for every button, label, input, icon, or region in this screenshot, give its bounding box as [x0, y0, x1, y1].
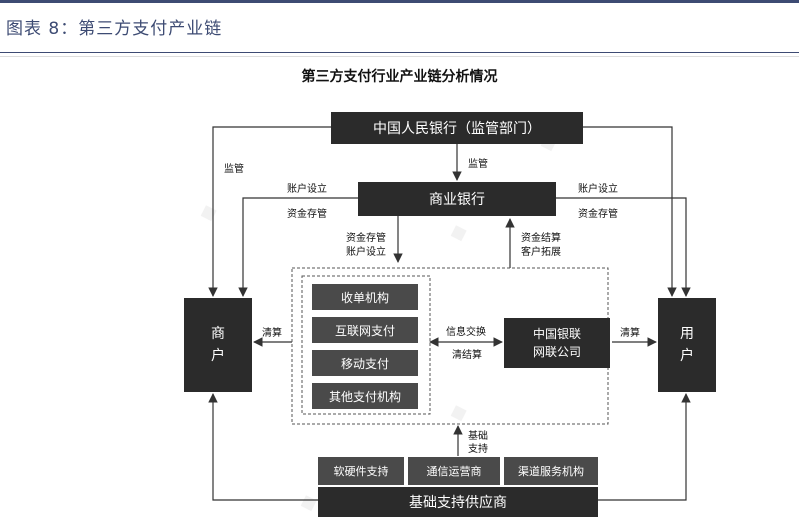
label-deposit-left: 资金存管 — [287, 209, 327, 220]
node-user-label-2: 户 — [680, 348, 694, 364]
node-commercial-bank-label: 商业银行 — [429, 192, 485, 208]
label-deposit-right: 资金存管 — [578, 209, 618, 220]
node-commercial-bank: 商业银行 — [358, 182, 556, 216]
label-down-account: 账户设立 — [346, 247, 386, 258]
label-base-1: 基础 — [468, 431, 488, 442]
label-down-deposit: 资金存管 — [346, 233, 386, 244]
node-unionpay-label-2: 网联公司 — [532, 345, 581, 359]
payment-orgs-boundary — [301, 275, 431, 415]
node-central-bank: 中国人民银行（监管部门） — [331, 112, 583, 144]
label-info-exchange: 信息交换 — [446, 327, 486, 338]
edge-commercial-to-merchant — [238, 197, 358, 297]
header-bottom-rule — [0, 52, 799, 53]
node-internet-pay-label: 互联网支付 — [334, 323, 395, 338]
node-mobile-pay-label: 移动支付 — [340, 356, 389, 371]
node-mobile-pay: 移动支付 — [312, 350, 418, 376]
node-acquiring: 收单机构 — [312, 284, 418, 310]
edge-infra-to-user — [598, 393, 691, 501]
node-unionpay-label-1: 中国银联 — [532, 327, 581, 341]
payment-area-boundary — [291, 267, 609, 425]
node-other-pay: 其他支付机构 — [312, 383, 418, 409]
label-up-settle: 资金结算 — [521, 233, 561, 244]
label-clearing-settle: 清结算 — [452, 350, 482, 361]
header-top-rule — [0, 0, 799, 3]
label-clear-right: 清算 — [620, 328, 640, 339]
figure-title: 图表 8：第三方支付产业链 — [6, 19, 223, 39]
edge-central-to-user — [583, 126, 673, 150]
figure-header: 图表 8：第三方支付产业链 — [0, 0, 799, 57]
label-up-expand: 客户拓展 — [521, 247, 561, 258]
edge-commercial-to-user — [556, 197, 691, 297]
node-merchant-label-1: 商 — [211, 326, 225, 342]
label-supervise-center: 监管 — [468, 159, 488, 170]
node-other-pay-label: 其他支付机构 — [328, 389, 401, 404]
node-telecom: 通信运营商 — [408, 457, 500, 485]
node-channel-service: 渠道服务机构 — [504, 457, 598, 485]
node-telecom-label: 通信运营商 — [426, 465, 482, 478]
node-software-hardware: 软硬件支持 — [318, 457, 404, 485]
node-merchant-label-2: 户 — [211, 348, 225, 364]
node-user: 用 户 — [658, 298, 716, 392]
label-clear-left: 清算 — [262, 328, 282, 339]
node-internet-pay: 互联网支付 — [312, 317, 418, 343]
diagram-title: 第三方支付行业产业链分析情况 — [301, 69, 498, 85]
node-user-label-1: 用 — [680, 326, 694, 342]
node-infra-provider-label: 基础支持供应商 — [409, 495, 507, 511]
label-base-2: 支持 — [468, 444, 488, 455]
node-central-bank-label: 中国人民银行（监管部门） — [373, 121, 541, 137]
edge-infra-to-merchant — [208, 393, 318, 501]
edge-central-to-merchant — [208, 126, 331, 297]
node-channel-service-label: 渠道服务机构 — [518, 465, 584, 478]
node-software-hardware-label: 软硬件支持 — [333, 465, 389, 478]
label-account-right: 账户设立 — [578, 184, 618, 195]
label-supervise-left: 监管 — [224, 164, 244, 175]
node-acquiring-label: 收单机构 — [340, 290, 389, 305]
node-infra-provider: 基础支持供应商 — [318, 487, 598, 517]
node-merchant: 商 户 — [184, 298, 252, 392]
node-unionpay: 中国银联 网联公司 — [504, 318, 610, 368]
label-account-left: 账户设立 — [287, 184, 327, 195]
header-bottom-rule-light — [0, 56, 799, 57]
